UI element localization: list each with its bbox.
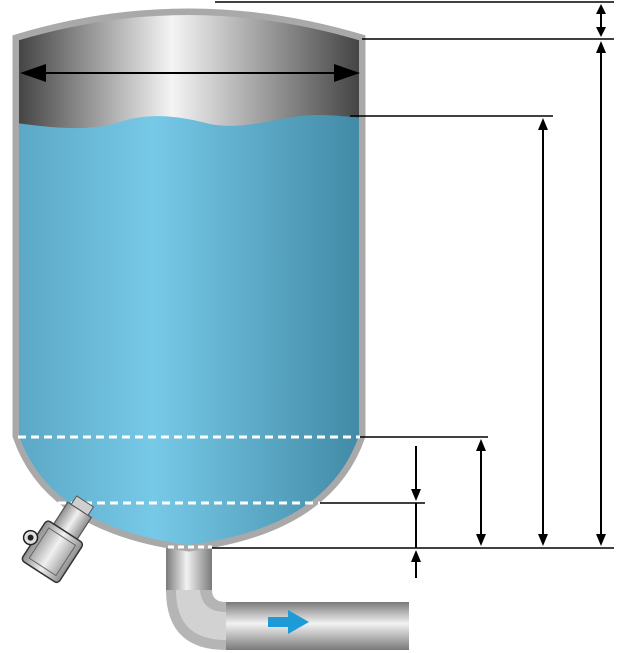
liquid-body <box>16 115 362 548</box>
pressure-transmitter-icon <box>21 495 95 584</box>
liquid-level-dimension <box>538 118 548 546</box>
tank-height-dimension <box>596 41 606 546</box>
dome-height-dimension <box>596 4 606 37</box>
dimension-arrows <box>411 4 606 578</box>
sensor-offset-dimension <box>411 446 421 578</box>
flow-direction-arrow-icon <box>268 610 309 634</box>
outlet-pipe <box>166 540 409 650</box>
diameter-arrow <box>20 64 360 82</box>
reference-lines <box>212 1 614 549</box>
bottom-head-dimension <box>476 439 486 546</box>
